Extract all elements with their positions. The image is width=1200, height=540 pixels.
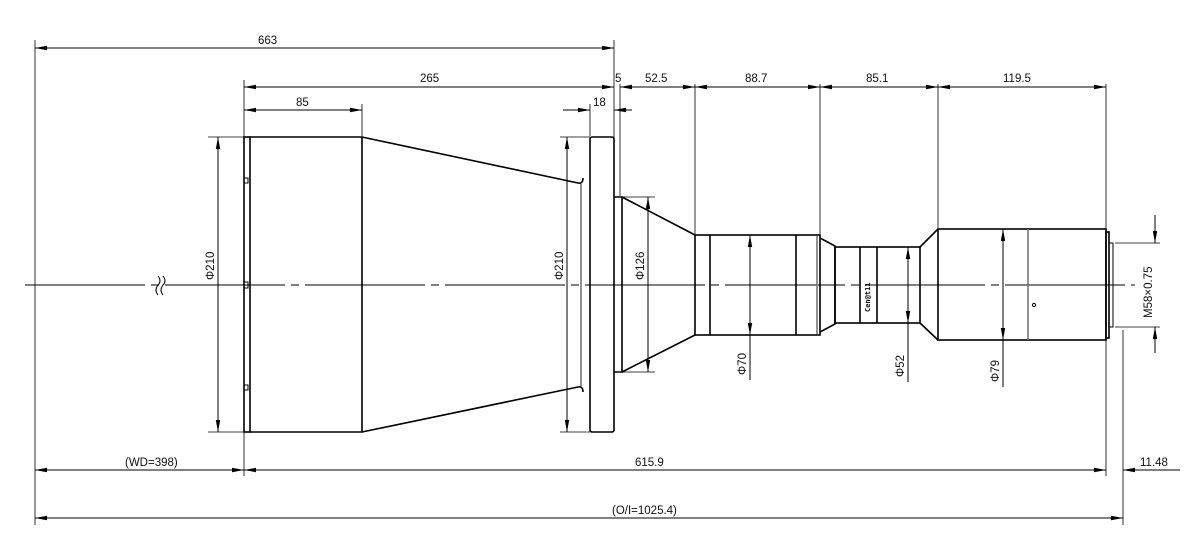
dim-back-focus: 11.48 xyxy=(1140,457,1168,469)
dim-diameter-79: Φ79 xyxy=(990,360,1002,382)
dim-front-diameter: Φ210 xyxy=(205,252,217,280)
dim-thread: M58×0.75 xyxy=(1143,267,1155,318)
dim-88-7: 88.7 xyxy=(745,73,767,85)
dim-diameter-70: Φ70 xyxy=(737,353,749,375)
diameter-dimensions: Φ210 Φ210 Φ126 Φ70 Φ52 Φ79 M58×0.75 xyxy=(205,137,1158,432)
thread-mount xyxy=(1108,242,1114,328)
barrel-70 xyxy=(694,234,821,336)
dim-85: 85 xyxy=(296,97,309,109)
dim-5: 5 xyxy=(615,73,621,85)
dim-lens-length: 615.9 xyxy=(635,457,664,469)
dim-flange-diameter: Φ210 xyxy=(554,252,566,280)
dim-working-distance: (WD=398) xyxy=(125,457,178,469)
extension-lines xyxy=(34,40,1160,525)
dim-step-diameter: Φ126 xyxy=(635,252,647,280)
dim-265: 265 xyxy=(420,73,439,85)
brand-logo: Cen@t11 xyxy=(864,282,872,312)
front-barrel xyxy=(250,136,363,433)
dim-663: 663 xyxy=(258,35,277,47)
dim-diameter-52: Φ52 xyxy=(895,355,907,377)
dim-52-5: 52.5 xyxy=(645,73,667,85)
dim-18: 18 xyxy=(593,97,606,109)
front-cone xyxy=(361,136,584,433)
dim-object-to-image: (O/I=1025.4) xyxy=(612,505,677,517)
rear-cone xyxy=(621,196,696,373)
dim-85-1: 85.1 xyxy=(866,73,888,85)
bottom-dimensions: (WD=398) 615.9 11.48 (O/I=1025.4) xyxy=(35,457,1180,521)
dim-119-5: 119.5 xyxy=(1003,73,1031,85)
break-symbol xyxy=(155,275,166,296)
top-dimensions: 663 265 85 18 5 52.5 88.7 85.1 119.5 xyxy=(35,35,1106,113)
mounting-flange xyxy=(589,136,615,433)
lens-body: Cen@t11 xyxy=(243,136,1114,433)
